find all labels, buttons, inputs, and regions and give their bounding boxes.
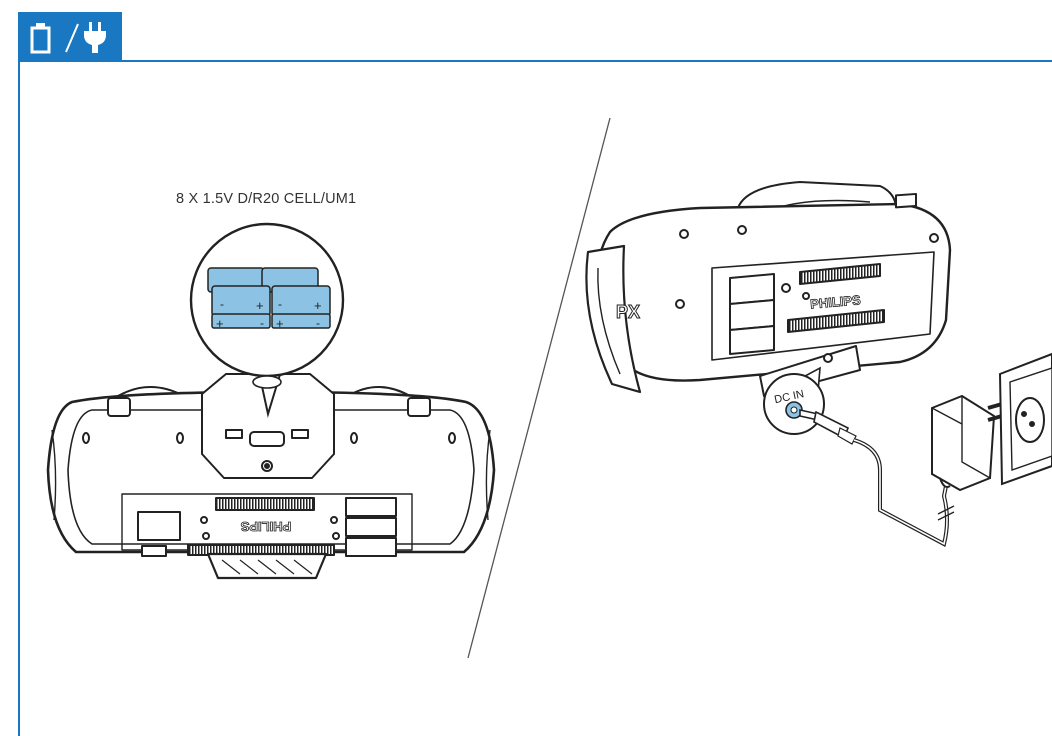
svg-text:+: + — [256, 298, 264, 313]
power-adapter — [931, 394, 1003, 492]
panel-divider — [467, 117, 611, 659]
boombox-bottom-view — [46, 373, 496, 580]
device-brand: PHILIPS — [810, 292, 862, 311]
dc-in-magnifier: DC IN — [763, 366, 825, 435]
battery-cell: - + — [271, 285, 331, 317]
wall-socket — [998, 352, 1052, 486]
slash-divider — [65, 23, 79, 53]
battery-cell: + - — [211, 313, 271, 331]
svg-text:-: - — [278, 297, 282, 311]
battery-spec-caption: 8 X 1.5V D/R20 CELL/UM1 — [176, 191, 357, 207]
svg-text:+: + — [216, 316, 224, 331]
power-source-badge — [18, 12, 122, 60]
device-brand-mirrored: PHILIPS — [240, 519, 291, 534]
battery-cell: + - — [271, 313, 331, 331]
svg-text:-: - — [260, 316, 264, 330]
svg-text:-: - — [220, 297, 224, 311]
left-margin-rule — [18, 60, 20, 736]
battery-icon — [30, 23, 51, 54]
battery-magnifier: - + - + + - + - — [189, 222, 345, 418]
dc-plug-cable — [799, 409, 955, 547]
header-rule — [18, 60, 1052, 62]
device-logo-partial: PX — [616, 302, 640, 322]
battery-cell: - + — [211, 285, 271, 317]
svg-text:-: - — [316, 316, 320, 330]
svg-text:+: + — [314, 298, 322, 313]
boombox-rear-view — [585, 181, 952, 397]
svg-text:+: + — [276, 316, 284, 331]
power-plug-icon — [84, 22, 106, 53]
